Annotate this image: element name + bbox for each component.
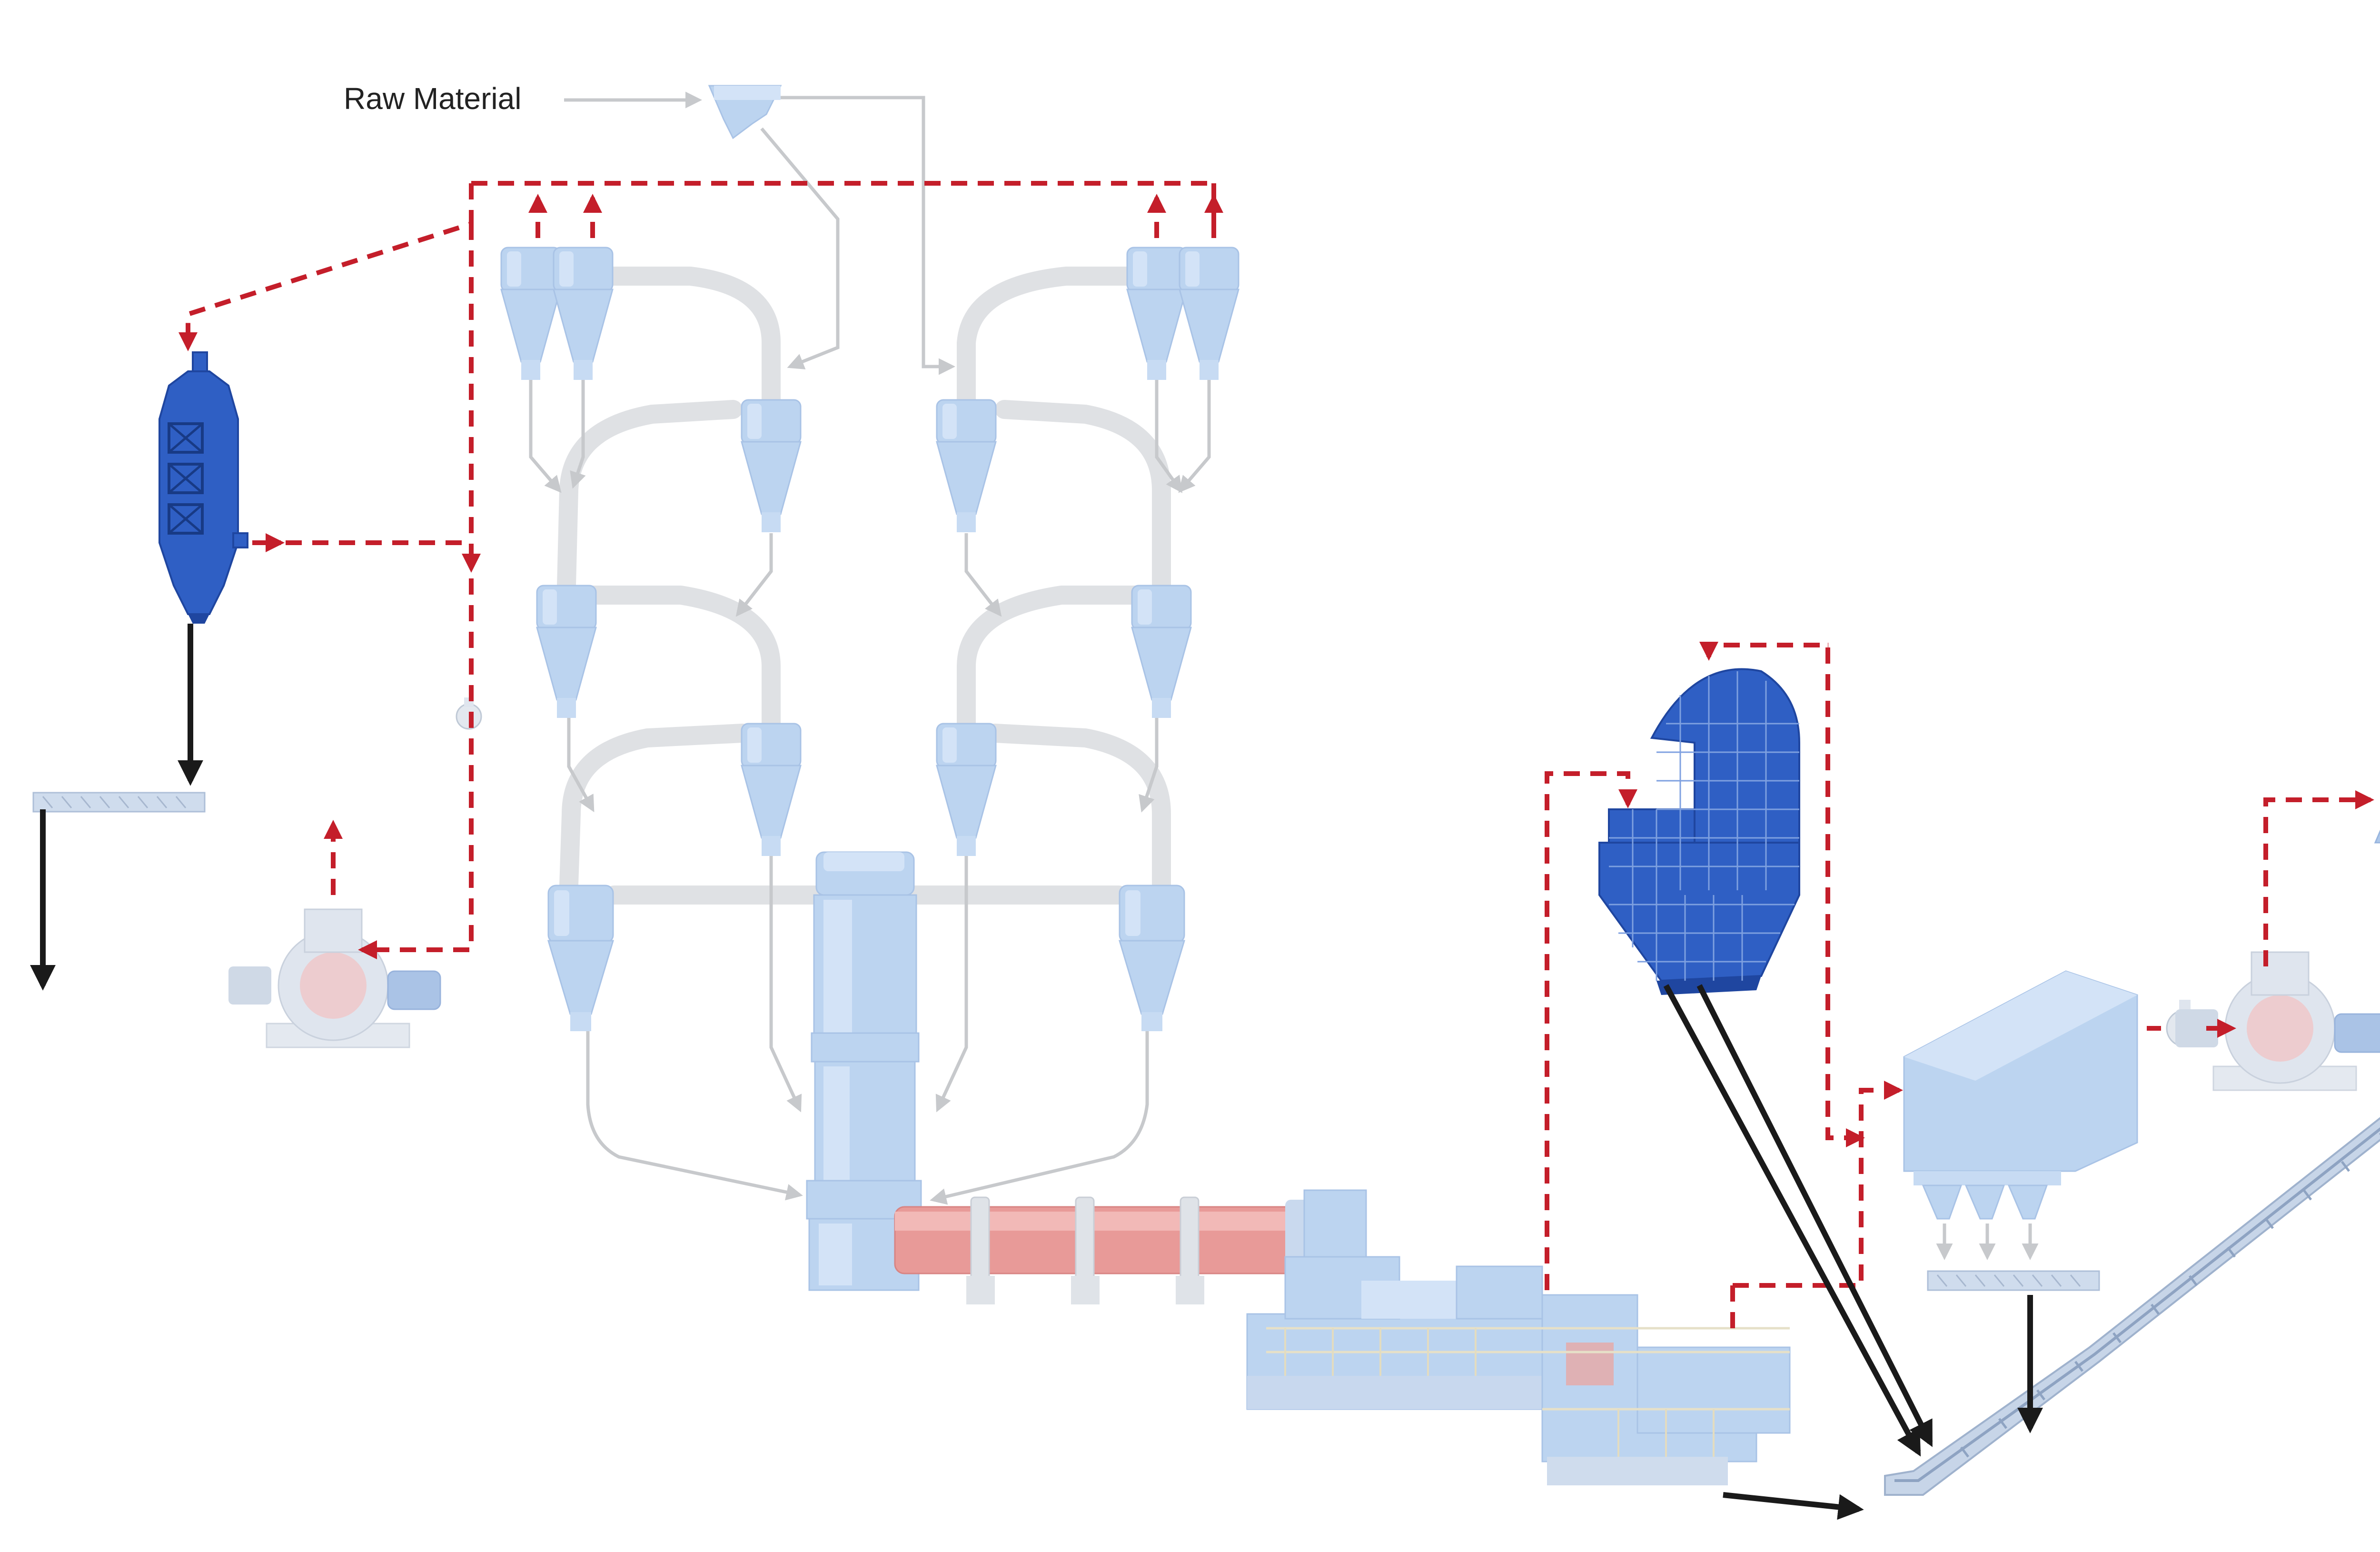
solid-discharge-lines (30, 624, 2043, 1520)
scrubber-icon (159, 351, 248, 624)
heat-exchanger-icon (1598, 668, 1800, 995)
calciner-icon (806, 851, 922, 1291)
meal-downflows (529, 371, 1211, 1205)
valve-icon (456, 697, 2204, 1047)
dust-outlets (1936, 1224, 2039, 1260)
cooler-icon (1246, 1256, 1791, 1485)
pan-conveyor-icon (1884, 1117, 2380, 1496)
preheater-ducts (557, 267, 1176, 905)
chimney-icon (2374, 829, 2380, 844)
hot-gas-lines (178, 181, 2374, 1338)
raw-material-line (564, 91, 955, 375)
bag-filter-icon (1903, 970, 2138, 1220)
raw-material-label: Raw Material (344, 81, 522, 116)
hopper-icon (708, 85, 782, 139)
